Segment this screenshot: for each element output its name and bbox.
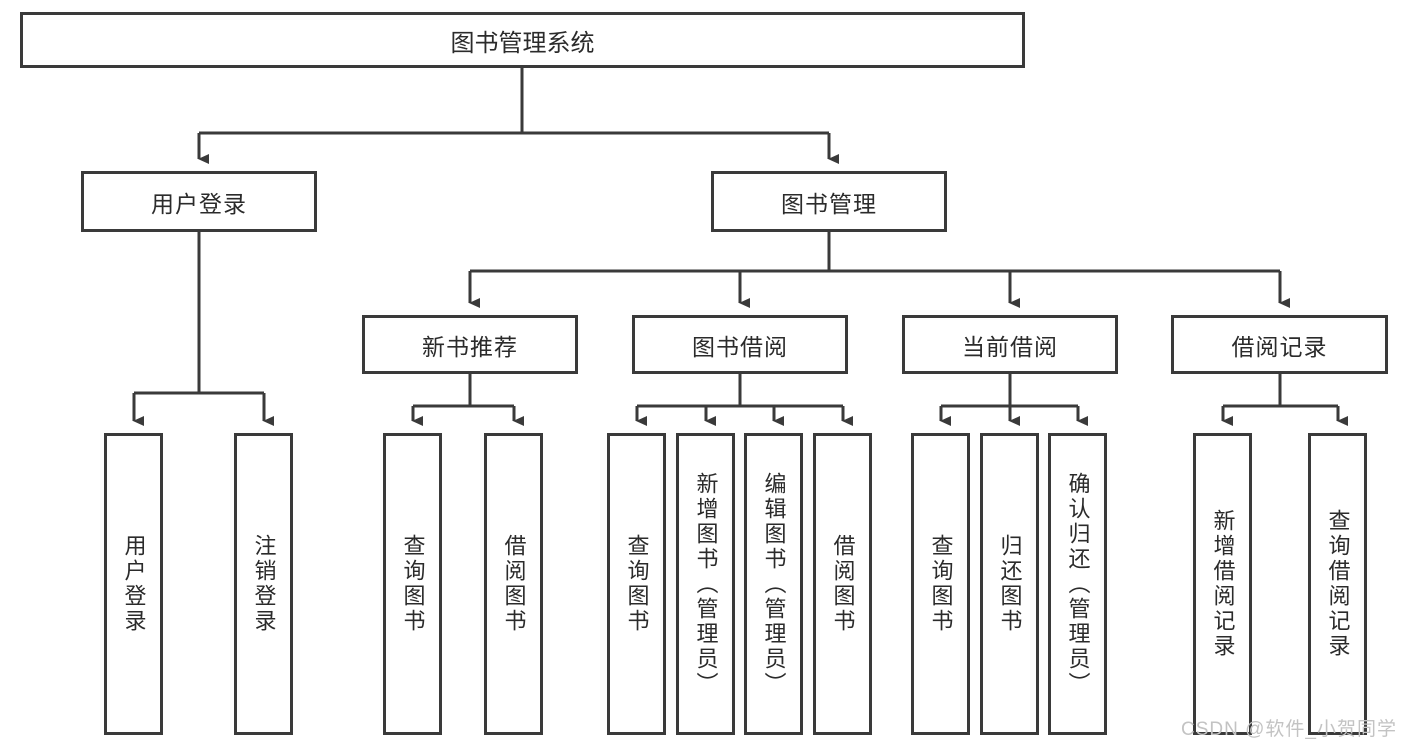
- node-current-borrowing[interactable]: 当前借阅: [902, 315, 1118, 374]
- node-label: 借阅记录: [1231, 333, 1328, 360]
- node-label: 用户登录: [151, 190, 247, 217]
- node-root-book-management-system[interactable]: 图书管理系统: [20, 12, 1025, 68]
- leaf-query-books-recommendation[interactable]: 查询图书: [383, 433, 442, 735]
- node-label: 当前借阅: [962, 333, 1058, 360]
- node-label: 注销登录: [251, 534, 277, 634]
- node-label: 新增图书（管理员）: [693, 471, 719, 697]
- node-label: 图书管理系统: [450, 29, 595, 57]
- node-new-book-recommendation[interactable]: 新书推荐: [362, 315, 578, 374]
- node-label: 图书管理: [781, 190, 877, 217]
- leaf-edit-book-admin[interactable]: 编辑图书（管理员）: [744, 433, 803, 735]
- node-label: 借阅图书: [501, 534, 527, 634]
- leaf-user-login[interactable]: 用户登录: [104, 433, 163, 735]
- node-label: 查询图书: [624, 534, 650, 634]
- node-label: 用户登录: [121, 534, 147, 634]
- node-label: 借阅图书: [830, 534, 856, 634]
- node-label: 归还图书: [997, 534, 1023, 634]
- watermark: CSDN @软件_小贺同学: [1181, 719, 1397, 740]
- node-book-borrowing[interactable]: 图书借阅: [632, 315, 848, 374]
- leaf-logout[interactable]: 注销登录: [234, 433, 293, 735]
- node-label: 编辑图书（管理员）: [761, 471, 787, 697]
- node-label: 新增借阅记录: [1210, 509, 1236, 659]
- leaf-borrow-books-recommendation[interactable]: 借阅图书: [484, 433, 543, 735]
- node-label: 图书借阅: [692, 333, 788, 360]
- node-label: 查询图书: [400, 534, 426, 634]
- node-label: 查询借阅记录: [1325, 509, 1351, 659]
- leaf-add-book-admin[interactable]: 新增图书（管理员）: [676, 433, 735, 735]
- leaf-add-borrowing-record[interactable]: 新增借阅记录: [1193, 433, 1252, 735]
- node-label: 确认归还（管理员）: [1065, 471, 1091, 697]
- leaf-return-books[interactable]: 归还图书: [980, 433, 1039, 735]
- leaf-query-borrowing-record[interactable]: 查询借阅记录: [1308, 433, 1367, 735]
- node-borrowing-records[interactable]: 借阅记录: [1171, 315, 1388, 374]
- leaf-borrow-books-borrowing[interactable]: 借阅图书: [813, 433, 872, 735]
- node-label: 新书推荐: [422, 333, 518, 360]
- leaf-confirm-return-admin[interactable]: 确认归还（管理员）: [1048, 433, 1107, 735]
- leaf-query-books-current[interactable]: 查询图书: [911, 433, 970, 735]
- node-user-login[interactable]: 用户登录: [81, 171, 317, 232]
- node-label: 查询图书: [928, 534, 954, 634]
- node-book-management[interactable]: 图书管理: [711, 171, 947, 232]
- leaf-query-books-borrowing[interactable]: 查询图书: [607, 433, 666, 735]
